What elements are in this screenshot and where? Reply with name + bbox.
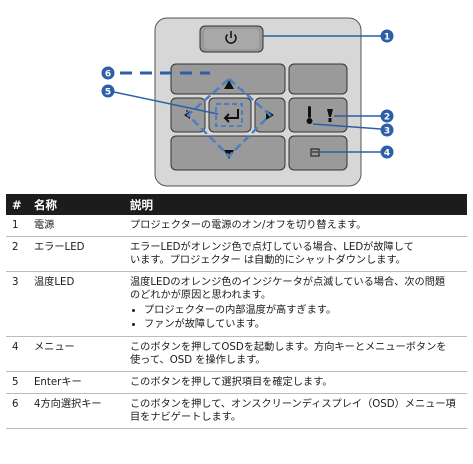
callout-6-label: 6 bbox=[105, 70, 111, 80]
table-row: 4 メニュー このボタンを押してOSDを起動します。方向キーとメニューボタンを … bbox=[6, 336, 467, 372]
callout-6: 6 bbox=[101, 66, 115, 80]
warning-lamp-icon bbox=[327, 109, 333, 122]
keypad-up-left-button[interactable] bbox=[170, 63, 286, 95]
row-name: エラーLED bbox=[28, 236, 124, 272]
row-number: 4 bbox=[6, 336, 28, 372]
enter-icon bbox=[223, 109, 239, 123]
callout-3-label: 3 bbox=[384, 127, 390, 137]
row-name: メニュー bbox=[28, 336, 124, 372]
thermometer-icon bbox=[306, 106, 313, 124]
callout-5-label: 5 bbox=[105, 88, 111, 98]
callout-1-label: 1 bbox=[384, 33, 390, 43]
callout-3: 3 bbox=[380, 123, 394, 137]
row-description: このボタンを押してOSDを起動します。方向キーとメニューボタンを 使って、OSD… bbox=[124, 336, 467, 372]
callout-5: 5 bbox=[101, 84, 115, 98]
enter-key-outline bbox=[215, 103, 243, 127]
callout-1: 1 bbox=[380, 29, 394, 43]
row-name: 4方向選択キー bbox=[28, 393, 124, 429]
table-header-row: # 名称 説明 bbox=[6, 194, 467, 215]
row-name: 電源 bbox=[28, 215, 124, 237]
description-line: エラーLEDがオレンジ色で点灯している場合、LEDが故障して bbox=[130, 242, 414, 253]
row-description: 温度LEDのオレンジ色のインジケータが点滅している場合、次の問題 のどれかが原因… bbox=[124, 271, 467, 337]
row-description: プロジェクターの電源のオン/オフを切り替えます。 bbox=[124, 215, 467, 237]
enter-button[interactable] bbox=[208, 97, 252, 133]
power-icon bbox=[225, 31, 237, 44]
callout-4-label: 4 bbox=[384, 149, 390, 159]
power-button[interactable] bbox=[199, 25, 264, 53]
header-name: 名称 bbox=[28, 194, 124, 215]
row-name: 温度LED bbox=[28, 271, 124, 337]
row-number: 3 bbox=[6, 271, 28, 337]
table-row: 1 電源 プロジェクターの電源のオン/オフを切り替えます。 bbox=[6, 215, 467, 237]
header-number: # bbox=[6, 194, 28, 215]
keypad-top-right-button[interactable] bbox=[288, 63, 348, 95]
table-row: 5 Enterキー このボタンを押して選択項目を確定します。 bbox=[6, 371, 467, 394]
menu-icon bbox=[310, 148, 320, 157]
description-line: このボタンを押して選択項目を確定します。 bbox=[130, 377, 333, 388]
description-line: のどれかが原因と思われます。 bbox=[130, 290, 272, 301]
callout-2-label: 2 bbox=[384, 113, 390, 123]
table-row: 6 4方向選択キー このボタンを押して、オンスクリーンディスプレイ（OSD）メニ… bbox=[6, 393, 467, 429]
row-description: このボタンを押して選択項目を確定します。 bbox=[124, 371, 467, 394]
table-row: 3 温度LED 温度LEDのオレンジ色のインジケータが点滅している場合、次の問題… bbox=[6, 271, 467, 337]
four-way-key-outline bbox=[186, 77, 272, 158]
callout-2: 2 bbox=[380, 109, 394, 123]
table-row: 2 エラーLED エラーLEDがオレンジ色で点灯している場合、LEDが故障して … bbox=[6, 236, 467, 272]
row-number: 6 bbox=[6, 393, 28, 429]
description-line: プロジェクターの電源のオン/オフを切り替えます。 bbox=[130, 220, 367, 231]
arrow-up-icon bbox=[224, 80, 234, 89]
row-number: 2 bbox=[6, 236, 28, 272]
row-number: 5 bbox=[6, 371, 28, 394]
cause-list: プロジェクターの内部温度が高すぎます。 ファンが故障しています。 bbox=[130, 304, 467, 331]
description-line: このボタンを押してOSDを起動します。方向キーとメニューボタンを bbox=[130, 342, 447, 353]
description-line: このボタンを押して、オンスクリーンディスプレイ（OSD）メニュー項 bbox=[130, 399, 456, 410]
menu-button[interactable] bbox=[288, 135, 348, 171]
led-indicator-panel bbox=[288, 97, 348, 133]
row-description: エラーLEDがオレンジ色で点灯している場合、LEDが故障して います。プロジェク… bbox=[124, 236, 467, 272]
row-name: Enterキー bbox=[28, 371, 124, 394]
list-item: プロジェクターの内部温度が高すぎます。 bbox=[144, 304, 467, 317]
row-description: このボタンを押して、オンスクリーンディスプレイ（OSD）メニュー項 目をナビゲー… bbox=[124, 393, 467, 429]
function-table: # 名称 説明 1 電源 プロジェクターの電源のオン/オフを切り替えます。 2 … bbox=[6, 194, 467, 429]
header-description: 説明 bbox=[124, 194, 467, 215]
callout-4: 4 bbox=[380, 145, 394, 159]
list-item: ファンが故障しています。 bbox=[144, 318, 467, 331]
control-panel-diagram: 1 2 3 4 5 6 bbox=[101, 17, 394, 187]
description-line: 温度LEDのオレンジ色のインジケータが点滅している場合、次の問題 bbox=[130, 277, 446, 288]
description-line: います。プロジェクター は自動的にシャットダウンします。 bbox=[130, 255, 406, 266]
row-number: 1 bbox=[6, 215, 28, 237]
description-line: 目をナビゲートします。 bbox=[130, 412, 242, 423]
description-line: 使って、OSD を操作します。 bbox=[130, 355, 266, 366]
